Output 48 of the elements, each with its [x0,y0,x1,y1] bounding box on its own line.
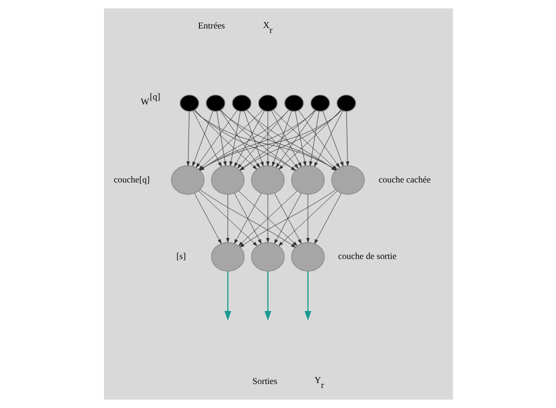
arrow [226,194,229,243]
arrow [239,189,336,248]
label: couche cachée [378,174,430,184]
arrow [224,271,231,321]
arrow [314,110,343,167]
node-circle [336,94,356,112]
arrow [243,110,264,166]
arrow [194,193,221,244]
node-circle [179,94,199,112]
arrow [314,193,342,244]
arrow [304,271,311,321]
arrow [308,111,319,166]
arrow [195,110,237,168]
arrow [198,190,257,246]
arrow [199,189,296,248]
arrow [228,111,240,166]
label: couche de sortie [338,251,396,262]
arrow [234,110,264,168]
node-circle [231,94,252,112]
arrow [216,111,226,166]
arrow [186,111,190,166]
arrow [264,271,271,321]
arrow [275,110,316,168]
arrow [192,110,222,167]
arrow [274,193,302,244]
node-circle [258,94,278,112]
arrow [219,110,260,168]
label: Entrées [197,20,224,31]
label: [s] [176,251,186,262]
node-circle [205,94,225,112]
arrow [266,111,270,166]
label: couche[q] [113,174,150,184]
arrow [278,190,337,246]
arrow [270,110,302,168]
node-circle [284,94,304,112]
arrow [236,110,288,168]
arrow [238,190,297,246]
arrow [272,110,292,166]
arrow [192,110,213,166]
node-circle [310,94,330,112]
arrow [294,111,306,166]
arrow [306,194,310,243]
label: Sorties [252,376,277,386]
arrow [322,110,343,166]
arrow [345,111,349,166]
arrow [298,110,340,168]
arrow [266,194,270,243]
arrow [234,193,261,244]
